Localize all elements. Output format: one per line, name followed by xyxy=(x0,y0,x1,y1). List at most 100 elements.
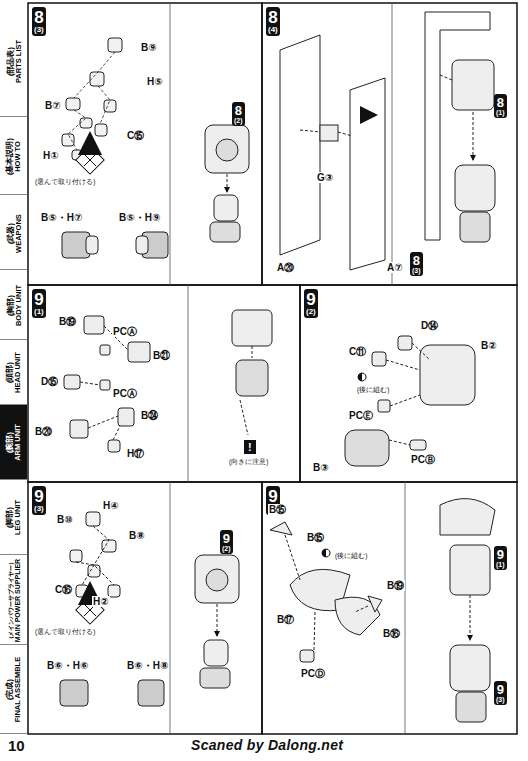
note-text: (選んで取り付ける) xyxy=(34,178,96,185)
side-tab: (脚部)LEG UNIT xyxy=(0,480,27,555)
tab-text: (武器) xyxy=(6,223,14,244)
note-text: (選んで取り付ける) xyxy=(34,628,96,635)
step-sub: (1) xyxy=(496,561,505,568)
side-tab: (胸部)BODY UNIT xyxy=(0,270,27,340)
part-label: D⑭ xyxy=(420,320,439,331)
part-label: B⑤・H⑦ xyxy=(40,212,83,223)
tab-text: ARM UNIT xyxy=(14,424,22,461)
part-label: B⑨ xyxy=(140,42,158,53)
step-badge: 8(3) xyxy=(410,252,423,276)
part-label: C⑮ xyxy=(126,130,145,141)
tab-text: LEG UNIT xyxy=(14,500,22,535)
tab-text: (胸部) xyxy=(6,295,14,316)
part-label: B⑲ xyxy=(58,316,77,327)
step-number: 9 xyxy=(306,291,316,308)
tab-text: (部品表) xyxy=(6,47,14,76)
step-number: 9 xyxy=(34,291,44,308)
step-sub: (4) xyxy=(268,26,278,34)
part-label: B⑧ xyxy=(128,530,146,541)
tab-text: (メインパワーサプライヤー) xyxy=(7,562,14,638)
tab-text: BODY UNIT xyxy=(14,284,22,325)
step-badge: 9(2) xyxy=(304,289,318,318)
part-label: B③ xyxy=(312,462,330,473)
step-badge: 9(3) xyxy=(32,486,46,515)
part-label: B㉔ xyxy=(140,410,159,421)
step-number: 8 xyxy=(234,104,243,117)
part-label: G③ xyxy=(316,172,334,183)
part-label: H② xyxy=(92,596,110,607)
part-label: A⑦ xyxy=(386,262,404,273)
tab-text: (頭部) xyxy=(6,362,14,383)
tab-text: PARTS LIST xyxy=(14,39,22,82)
step-sub: (3) xyxy=(412,267,421,274)
side-tab: (完成)FINAL ASSEMBLE xyxy=(0,645,27,734)
tab-text: MAIN POWER SUPPLIER xyxy=(13,558,20,641)
part-label: PCⒶ xyxy=(112,388,138,399)
part-label: C⑪ xyxy=(348,346,367,357)
step-number: 8 xyxy=(268,9,278,26)
side-tab: (部品表)PARTS LIST xyxy=(0,5,27,117)
part-label: B② xyxy=(480,340,498,351)
part-label: B⑮ xyxy=(268,504,287,515)
part-label: B⑮ xyxy=(306,532,325,543)
step-sub: (2) xyxy=(306,308,316,316)
part-label: D⑮ xyxy=(40,376,59,387)
part-label: B⑥・H⑥ xyxy=(46,660,89,671)
step-sub: (2) xyxy=(234,117,243,124)
part-label: H④ xyxy=(102,500,120,511)
part-label: PCⒷ xyxy=(410,454,436,465)
step-badge: 9(2) xyxy=(220,530,233,554)
part-label: B⑲ xyxy=(386,580,405,591)
step-number: 9 xyxy=(496,683,505,696)
step-sub: (3) xyxy=(34,505,44,513)
tab-text: WEAPONS xyxy=(14,214,22,253)
part-label: B⑤・H⑨ xyxy=(118,212,161,223)
step-badge: 8(4) xyxy=(266,7,280,36)
part-label: B⑥・H⑧ xyxy=(126,660,169,671)
part-label: H⑰ xyxy=(126,448,145,459)
step-number: 8 xyxy=(496,96,505,109)
tab-text: (脚部) xyxy=(6,507,14,528)
side-tab: (基本説明)HOW TO xyxy=(0,118,27,195)
tab-text: (基本説明) xyxy=(6,138,14,175)
part-label: PCⒹ xyxy=(300,668,326,679)
tab-text: HEAD UNIT xyxy=(14,352,22,393)
part-label: B⑯ xyxy=(382,628,401,639)
step-number: 9 xyxy=(268,488,278,505)
step-badge: 9(3) xyxy=(494,681,507,705)
side-tab: (メインパワーサプライヤー)MAIN POWER SUPPLIER xyxy=(0,555,27,645)
side-tab: (腕部)ARM UNIT xyxy=(0,405,27,480)
side-tab: (武器)WEAPONS xyxy=(0,196,27,270)
part-label: H⑤ xyxy=(146,76,164,87)
tab-text: (完成) xyxy=(6,679,14,700)
part-label: PCⒺ xyxy=(348,410,374,421)
note-text: (後に組む) xyxy=(356,386,390,393)
watermark: Scaned by Dalong.net xyxy=(190,738,344,753)
step-number: 8 xyxy=(34,9,44,26)
step-number: 9 xyxy=(34,488,44,505)
side-tab: (頭部)HEAD UNIT xyxy=(0,340,27,405)
note-text: (後に組む) xyxy=(334,552,368,559)
step-badge: 9(1) xyxy=(494,546,507,570)
step-number: 9 xyxy=(222,532,231,545)
step-badge: 9(1) xyxy=(32,289,46,318)
step-badge: 8(3) xyxy=(32,7,46,36)
step-badge: 8(1) xyxy=(494,94,507,118)
tab-text: FINAL ASSEMBLE xyxy=(14,657,22,722)
part-label: B⑰ xyxy=(276,614,295,625)
part-label: H① xyxy=(42,150,60,161)
part-label: B⑩ xyxy=(56,514,74,525)
tab-text: (腕部) xyxy=(6,432,14,453)
step-badge: 8(2) xyxy=(232,102,245,126)
step-sub: (1) xyxy=(496,109,505,116)
part-label: B⑦ xyxy=(44,100,62,111)
step-sub: (3) xyxy=(34,26,44,34)
tab-text: HOW TO xyxy=(14,141,22,172)
part-label: C⑯ xyxy=(54,584,73,595)
part-label: PCⒶ xyxy=(112,326,138,337)
part-label: B㉑ xyxy=(152,350,171,361)
step-sub: (3) xyxy=(496,696,505,703)
step-sub: (1) xyxy=(34,308,44,316)
page-number: 10 xyxy=(7,738,26,755)
